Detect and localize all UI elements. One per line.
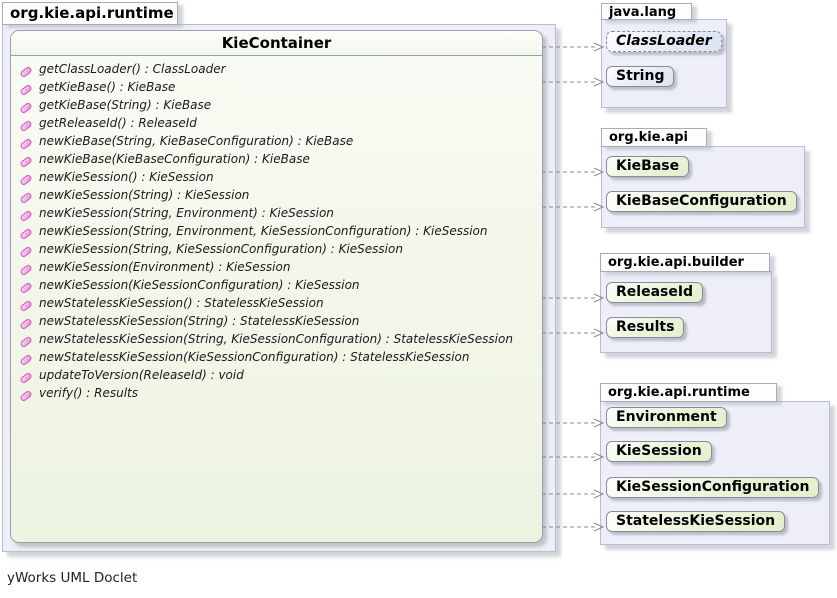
- method-row: getReleaseId() : ReleaseId: [19, 114, 538, 132]
- method-signature: getKieBase(String) : KieBase: [39, 98, 212, 112]
- class-chip-kiebase: KieBase: [606, 156, 690, 177]
- method-signature: newKieSession(String, KieSessionConfigur…: [39, 242, 403, 256]
- class-chip-releaseid: ReleaseId: [606, 282, 704, 303]
- method-row: newKieBase(String, KieBaseConfiguration)…: [19, 132, 538, 150]
- class-chip-kiesessionconfiguration: KieSessionConfiguration: [606, 477, 820, 498]
- method-row: newStatelessKieSession() : StatelessKieS…: [19, 294, 538, 312]
- method-signature: getReleaseId() : ReleaseId: [39, 116, 197, 130]
- tool-footer-label: yWorks UML Doclet: [7, 570, 138, 586]
- package-tab-org-kie-api-builder: org.kie.api.builder: [600, 253, 770, 272]
- method-signature: newKieSession() : KieSession: [39, 170, 214, 184]
- class-chip-environment: Environment: [606, 407, 727, 428]
- method-row: newKieSession(String, Environment, KieSe…: [19, 222, 538, 240]
- method-icon: [19, 243, 33, 257]
- class-chip-string: String: [606, 66, 675, 87]
- method-signature: newStatelessKieSession(KieSessionConfigu…: [39, 350, 470, 364]
- method-signature: newKieBase(KieBaseConfiguration) : KieBa…: [39, 152, 310, 166]
- method-signature: getKieBase() : KieBase: [39, 80, 176, 94]
- method-signature: newKieSession(String) : KieSession: [39, 188, 250, 202]
- dependency-arrow-kiebase: [541, 162, 605, 177]
- method-row: updateToVersion(ReleaseId) : void: [19, 366, 538, 384]
- dependency-arrow-environment: [541, 413, 605, 428]
- method-row: newKieSession(String) : KieSession: [19, 186, 538, 204]
- method-icon: [19, 369, 33, 383]
- method-signature: verify() : Results: [39, 386, 138, 400]
- method-row: getKieBase(String) : KieBase: [19, 96, 538, 114]
- method-signature: newKieSession(String, Environment) : Kie…: [39, 206, 334, 220]
- method-icon: [19, 117, 33, 131]
- method-row: newKieSession(String, KieSessionConfigur…: [19, 240, 538, 258]
- method-signature: newKieBase(String, KieBaseConfiguration)…: [39, 134, 354, 148]
- method-icon: [19, 297, 33, 311]
- method-icon: [19, 135, 33, 149]
- class-chip-results: Results: [606, 317, 685, 338]
- package-tab-main: org.kie.api.runtime: [2, 2, 178, 25]
- dependency-arrow-classloader: [541, 37, 605, 52]
- method-row: newKieBase(KieBaseConfiguration) : KieBa…: [19, 150, 538, 168]
- method-icon: [19, 153, 33, 167]
- dependency-arrow-string: [541, 72, 605, 87]
- method-row: newStatelessKieSession(String, KieSessio…: [19, 330, 538, 348]
- class-box-kiecontainer: KieContainer getClassLoader() :: [10, 30, 543, 543]
- method-signature: newStatelessKieSession() : StatelessKieS…: [39, 296, 324, 310]
- method-icon: [19, 351, 33, 365]
- dependency-arrow-kiesessionconfiguration: [541, 484, 605, 499]
- method-icon: [19, 387, 33, 401]
- method-signature: getClassLoader() : ClassLoader: [39, 62, 226, 76]
- method-icon: [19, 279, 33, 293]
- method-row: newKieSession(String, Environment) : Kie…: [19, 204, 538, 222]
- dependency-arrow-statelesskiesession: [541, 517, 605, 532]
- package-tab-org-kie-api: org.kie.api: [601, 128, 707, 147]
- method-row: verify() : Results: [19, 384, 538, 402]
- method-signature: updateToVersion(ReleaseId) : void: [39, 368, 244, 382]
- method-row: newStatelessKieSession(String) : Statele…: [19, 312, 538, 330]
- class-chip-classloader: ClassLoader: [606, 31, 722, 52]
- method-signature: newKieSession(KieSessionConfiguration) :…: [39, 278, 360, 292]
- method-icon: [19, 315, 33, 329]
- dependency-arrow-results: [541, 323, 605, 338]
- method-row: getKieBase() : KieBase: [19, 78, 538, 96]
- method-icon: [19, 171, 33, 185]
- method-icon: [19, 189, 33, 203]
- method-row: newStatelessKieSession(KieSessionConfigu…: [19, 348, 538, 366]
- class-name: KieContainer: [11, 31, 542, 56]
- dependency-arrow-kiebaseconfiguration: [541, 197, 605, 212]
- method-row: newKieSession(KieSessionConfiguration) :…: [19, 276, 538, 294]
- method-icon: [19, 63, 33, 77]
- method-signature: newStatelessKieSession(String) : Statele…: [39, 314, 360, 328]
- method-signature: newKieSession(String, Environment, KieSe…: [39, 224, 488, 238]
- method-icon: [19, 207, 33, 221]
- method-icon: [19, 99, 33, 113]
- method-row: getClassLoader() : ClassLoader: [19, 60, 538, 78]
- class-chip-statelesskiesession: StatelessKieSession: [606, 511, 786, 532]
- class-chip-kiesession: KieSession: [606, 441, 712, 462]
- dependency-arrow-kiesession: [541, 447, 605, 462]
- dependency-arrow-releaseid: [541, 288, 605, 303]
- class-chip-kiebaseconfiguration: KieBaseConfiguration: [606, 191, 797, 212]
- method-icon: [19, 333, 33, 347]
- package-tab-java-lang: java.lang: [601, 3, 692, 20]
- package-tab-org-kie-api-runtime: org.kie.api.runtime: [600, 383, 777, 402]
- method-signature: newStatelessKieSession(String, KieSessio…: [39, 332, 513, 346]
- method-icon: [19, 81, 33, 95]
- method-icon: [19, 261, 33, 275]
- method-icon: [19, 225, 33, 239]
- method-list: getClassLoader() : ClassLoader: [11, 56, 542, 402]
- method-row: newKieSession(Environment) : KieSession: [19, 258, 538, 276]
- method-row: newKieSession() : KieSession: [19, 168, 538, 186]
- method-signature: newKieSession(Environment) : KieSession: [39, 260, 291, 274]
